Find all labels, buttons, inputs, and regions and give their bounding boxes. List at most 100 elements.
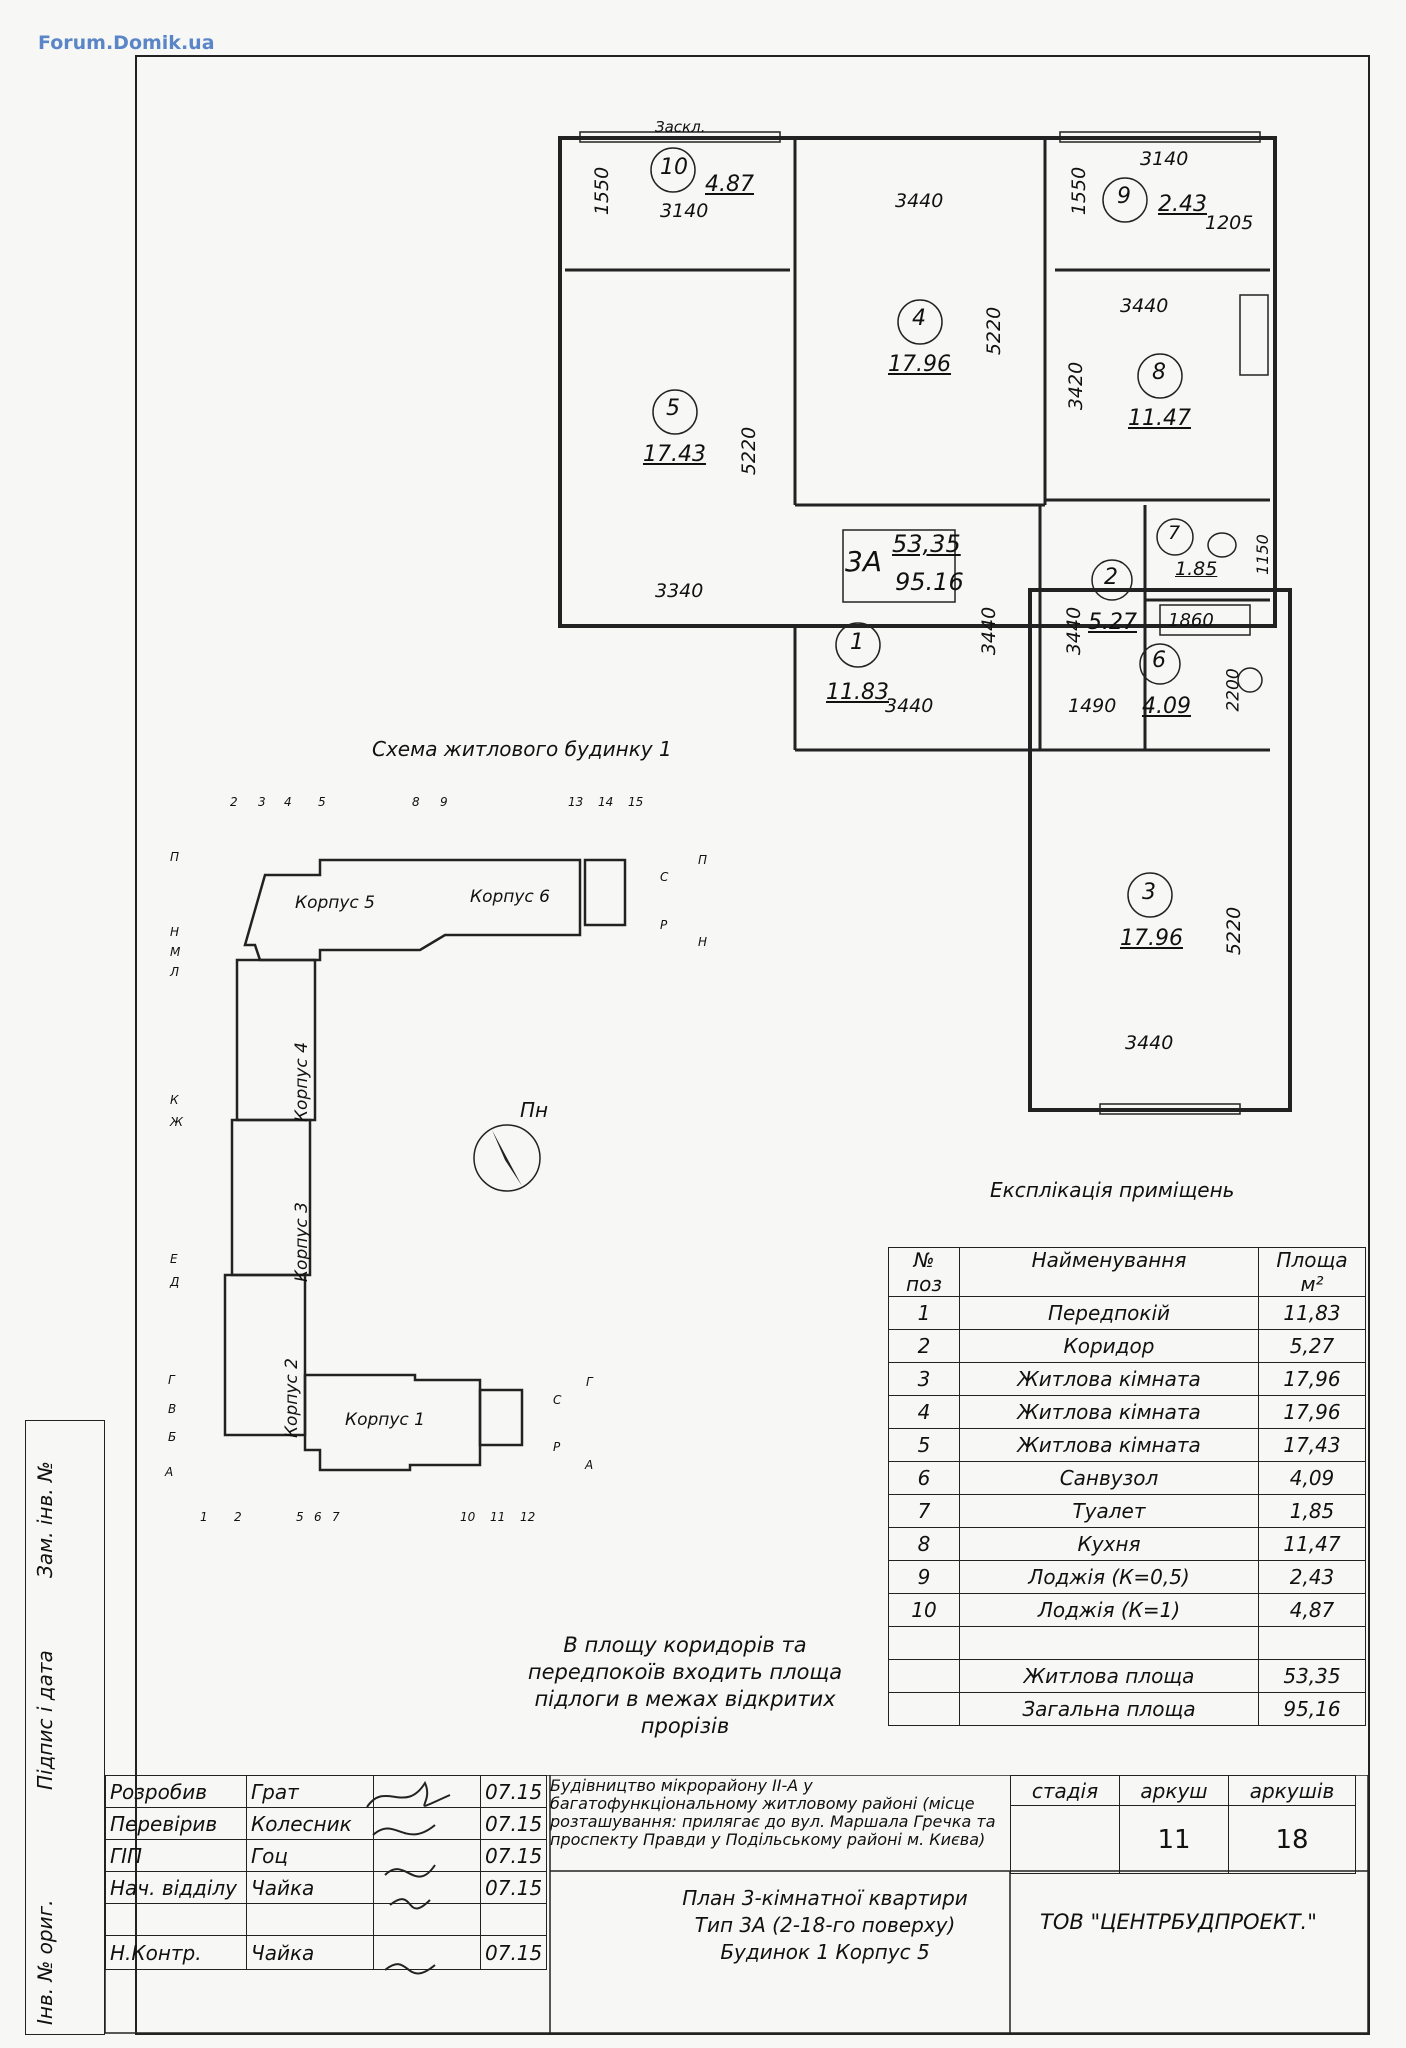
axis-label: Б	[168, 1430, 177, 1444]
axis-label: С	[660, 870, 669, 884]
room-area: 4.87	[705, 172, 754, 197]
dimension: 2200	[1223, 668, 1244, 712]
axis-label: 3	[258, 795, 266, 809]
axis-label: А	[165, 1465, 174, 1479]
room-area: 17.96	[1120, 926, 1183, 951]
room-area: 17.96	[888, 352, 951, 377]
explication-title: Експлікація приміщень	[990, 1178, 1235, 1202]
axis-label: 14	[598, 795, 614, 809]
dimension: 3440	[978, 606, 1001, 656]
col-num-header: № поз	[888, 1247, 960, 1297]
stamp-name: Грат	[246, 1775, 374, 1808]
apartment-living-area: 53,35	[892, 530, 961, 558]
axis-label: 4	[284, 795, 292, 809]
title-block-lines	[105, 1775, 1369, 2034]
axis-label: 13	[568, 795, 584, 809]
room-number: 6	[1152, 648, 1166, 673]
room-number: 2	[1104, 565, 1118, 590]
axis-label: 2	[230, 795, 238, 809]
axis-label: 9	[440, 795, 448, 809]
dimension: 1150	[1252, 534, 1272, 575]
sheet-header: аркуш	[1119, 1775, 1229, 1806]
axis-label: Ж	[170, 1115, 183, 1129]
col-name-header: Найменування	[959, 1247, 1259, 1297]
axis-label: Л	[170, 965, 180, 979]
building-label: Корпус 5	[295, 893, 376, 913]
axis-label: 5	[318, 795, 326, 809]
building-label: Корпус 3	[292, 1201, 313, 1283]
axis-label: 5	[296, 1510, 304, 1524]
col-area-header: Площа м²	[1258, 1247, 1366, 1297]
dimension: 1490	[1068, 695, 1117, 717]
project-description: Будівництво мікрорайону ІІ-А у багатофун…	[550, 1776, 996, 1849]
building-label: Корпус 6	[470, 887, 551, 907]
dimension: 1860	[1168, 610, 1214, 631]
side-label: Зам. інв. №	[33, 1461, 57, 1578]
room-number: 4	[912, 306, 926, 331]
logo: Forum.Domik.ua	[38, 32, 215, 54]
dimension: 3420	[1065, 361, 1088, 411]
building-label: Корпус 2	[282, 1357, 303, 1439]
axis-label: В	[168, 1402, 177, 1416]
dimension: 3440	[1125, 1032, 1174, 1054]
axis-label: Р	[553, 1440, 561, 1454]
room-number: 8	[1152, 360, 1166, 385]
dimension: 3440	[1063, 606, 1086, 656]
axis-label: Г	[168, 1373, 175, 1387]
dimension: 3140	[1140, 148, 1189, 170]
area-note: В площу коридорів та передпокоїв входить…	[520, 1632, 850, 1740]
dimension: 3440	[1120, 295, 1169, 317]
scheme-title: Схема житлового будинку 1	[372, 737, 672, 761]
axis-label: П	[698, 853, 708, 867]
north-compass-icon	[473, 1124, 541, 1192]
axis-label: М	[170, 945, 181, 959]
axis-label: Н	[170, 925, 180, 939]
axis-label: 6	[314, 1510, 322, 1524]
stamp-date: 07.15	[479, 1775, 548, 1808]
axis-label: С	[553, 1393, 562, 1407]
dimension: 1550	[591, 166, 614, 216]
axis-label: 12	[520, 1510, 536, 1524]
dimension: 1205	[1205, 212, 1254, 234]
axis-label: 7	[332, 1510, 340, 1524]
dimension: 1550	[1068, 166, 1091, 216]
axis-label: Г	[586, 1375, 593, 1389]
axis-label: Е	[170, 1252, 178, 1266]
room-area: 4.09	[1142, 694, 1191, 719]
sheet-number: 11	[1119, 1805, 1229, 1874]
axis-label: К	[170, 1093, 179, 1107]
room-number: 7	[1168, 522, 1181, 544]
room-number: 9	[1117, 184, 1131, 209]
note-line: прорізів	[640, 1714, 730, 1738]
room-number: 3	[1142, 880, 1156, 905]
room-number: 5	[666, 396, 680, 421]
drawing-title: План 3-кімнатної квартири Тип 3А (2-18-г…	[682, 1886, 968, 1964]
note-line: передпокоїв входить площа	[527, 1660, 843, 1684]
axis-label: Д	[170, 1275, 180, 1289]
dimension: 5220	[983, 306, 1006, 356]
dimension: 3440	[885, 695, 934, 717]
note-line: В площу коридорів та	[563, 1633, 807, 1657]
company-name: ТОВ "ЦЕНТРБУДПРОЕКТ."	[1040, 1910, 1317, 1934]
axis-label: 2	[234, 1510, 242, 1524]
building-label: Корпус 4	[292, 1041, 313, 1123]
apartment-total-area: 95.16	[895, 568, 964, 596]
apartment-type: 3А	[845, 545, 882, 578]
dimension: 3440	[895, 190, 944, 212]
room-area: 11.47	[1128, 406, 1191, 431]
room-area: 11.83	[826, 680, 889, 705]
axis-label: П	[170, 850, 180, 864]
dimension: 5220	[738, 426, 761, 476]
north-label: Пн	[520, 1098, 549, 1122]
drawing-frame	[135, 55, 1370, 2035]
